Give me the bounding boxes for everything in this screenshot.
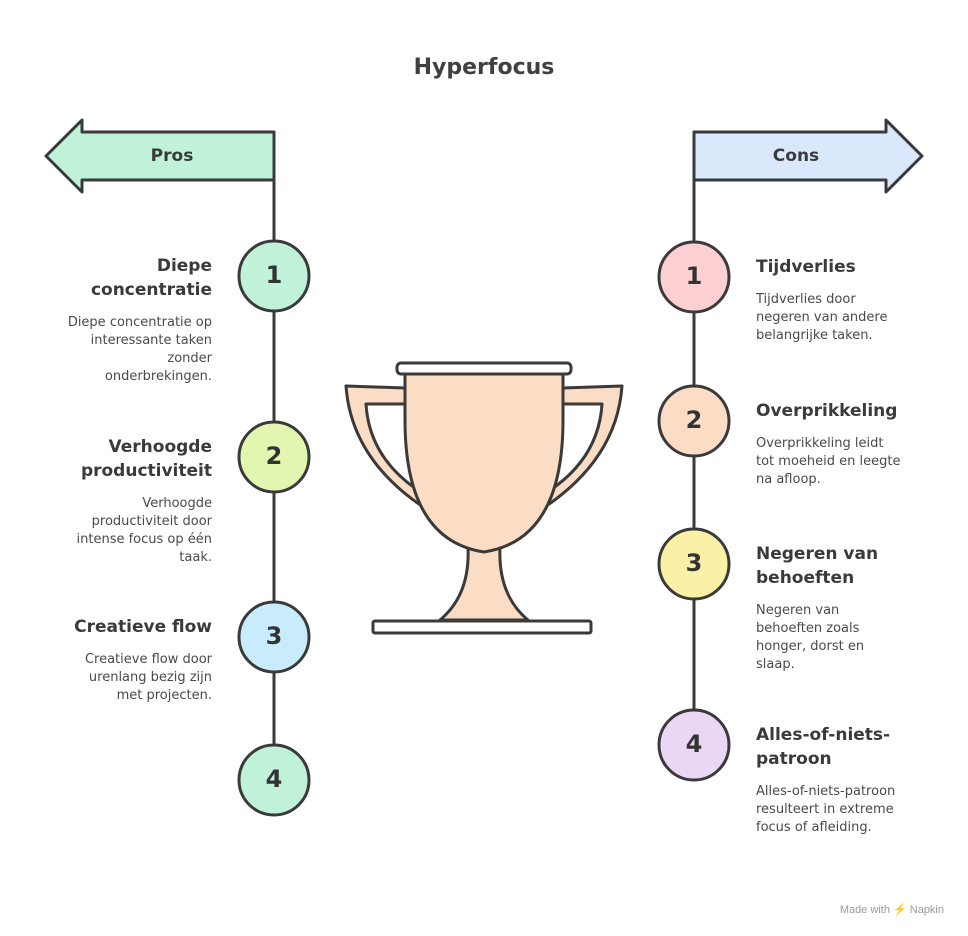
pros-item-description: Creatieve flow door urenlang bezig zijn me… <box>20 651 212 705</box>
pros-step-circle-1 <box>237 239 311 313</box>
cons-step-circle-1 <box>657 240 731 314</box>
pros-step-number-4: 4 <box>265 765 283 793</box>
description-line: Overprikkeling leidt <box>756 436 884 451</box>
cons-item-heading: Negeren van behoeften <box>756 542 946 590</box>
description-line: Tijdverlies door <box>756 292 856 307</box>
cons-arrow <box>692 118 924 194</box>
description-line: Alles-of-niets-patroon <box>756 784 896 799</box>
description-line: onderbrekingen. <box>104 369 212 384</box>
cons-label: Cons <box>772 146 820 166</box>
heading-line: Negeren van <box>756 544 879 564</box>
trophy-icon <box>344 361 624 635</box>
page-title: Hyperfocus <box>413 55 555 80</box>
pros-arrow <box>44 118 276 194</box>
description-line: urenlang bezig zijn <box>88 670 212 685</box>
cons-item-description: Tijdverlies door negeren van andere belang… <box>756 291 946 345</box>
description-line: resulteert in extreme <box>756 802 894 817</box>
description-line: slaap. <box>756 657 795 672</box>
heading-line: Creatieve flow <box>74 617 212 637</box>
pros-step-number-1: 1 <box>265 261 283 289</box>
description-line: Verhoogde <box>142 496 212 511</box>
description-line: negeren van andere <box>756 310 888 325</box>
pros-step-circle-4 <box>237 743 311 817</box>
description-line: na afloop. <box>756 472 821 487</box>
pros-step-circle-3 <box>237 600 311 674</box>
pros-label: Pros <box>150 146 194 166</box>
heading-line: patroon <box>756 749 832 769</box>
heading-line: Diepe <box>156 256 212 276</box>
cons-step-number-3: 3 <box>685 549 703 577</box>
heading-line: Alles-of-niets- <box>756 725 891 745</box>
heading-line: productiviteit <box>80 461 212 481</box>
description-line: Negeren van <box>756 603 840 618</box>
cons-step-circle-3 <box>657 527 731 601</box>
description-line: zonder <box>167 351 212 366</box>
cons-item-heading: Alles-of-niets-patroon <box>756 723 946 771</box>
cons-step-number-4: 4 <box>685 730 703 758</box>
description-line: focus of afleiding. <box>756 820 872 835</box>
description-line: productiviteit door <box>91 514 212 529</box>
cons-item-heading: Tijdverlies <box>756 255 946 279</box>
description-line: taak. <box>179 550 212 565</box>
description-line: Diepe concentratie op <box>67 315 212 330</box>
description-line: Creatieve flow door <box>84 652 212 667</box>
pros-step-circle-2 <box>237 420 311 494</box>
description-line: tot moeheid en leegte <box>756 454 901 469</box>
cons-step-circle-4 <box>657 708 731 782</box>
pros-step-number-2: 2 <box>265 442 283 470</box>
heading-line: behoeften <box>756 568 855 588</box>
cons-step-circle-2 <box>657 384 731 458</box>
description-line: met projecten. <box>116 688 212 703</box>
pros-item-description: Diepe concentratie op interessante taken z… <box>20 314 212 386</box>
description-line: intense focus op één <box>76 532 212 547</box>
pros-item-heading: Verhoogde productiviteit <box>20 435 212 483</box>
cons-step-number-2: 2 <box>685 406 703 434</box>
heading-line: concentratie <box>90 280 212 300</box>
cons-item-description: Alles-of-niets-patroon resulteert in extr… <box>756 783 946 837</box>
pros-item-heading: Creatieve flow <box>20 615 212 639</box>
heading-line: Tijdverlies <box>756 257 856 277</box>
pros-item-heading: Diepe concentratie <box>20 254 212 302</box>
cons-item-description: Negeren van behoeften zoals honger, dorst … <box>756 602 946 674</box>
pros-step-number-3: 3 <box>265 622 283 650</box>
description-line: belangrijke taken. <box>756 328 873 343</box>
description-line: interessante taken <box>90 333 212 348</box>
description-line: honger, dorst en <box>756 639 865 654</box>
cons-item-description: Overprikkeling leidt tot moeheid en leegt… <box>756 435 946 489</box>
heading-line: Overprikkeling <box>756 401 898 421</box>
cons-step-number-1: 1 <box>685 262 703 290</box>
made-with-napkin-footer: Made with ⚡ Napkin <box>839 904 944 916</box>
pros-item-description: Verhoogde productiviteit door intense focu… <box>20 495 212 567</box>
cons-item-heading: Overprikkeling <box>756 399 946 423</box>
heading-line: Verhoogde <box>108 437 212 457</box>
description-line: behoeften zoals <box>756 621 860 636</box>
